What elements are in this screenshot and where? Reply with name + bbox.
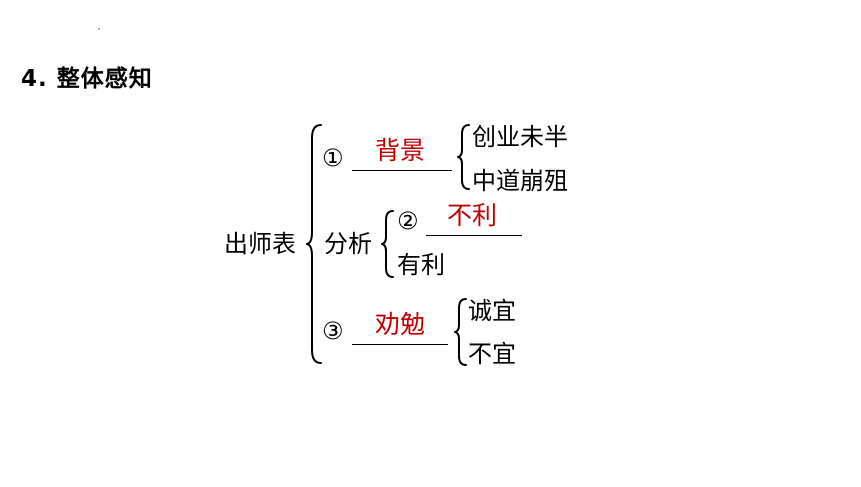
root-label: 出师表 [224, 230, 296, 258]
branch-3-marker: ③ [322, 317, 344, 345]
branch-1-item-2: 中道崩殂 [472, 167, 568, 195]
branch-1-blank-line [352, 170, 452, 171]
branch-3-answer: 劝勉 [375, 310, 426, 339]
branch-2-marker: ② [397, 207, 419, 235]
section-heading: 4. 整体感知 [21, 66, 153, 92]
main-brace [306, 124, 322, 364]
branch-1-marker: ① [322, 144, 344, 172]
branch-3-item-2: 不宜 [468, 340, 516, 368]
branch-1-item-1: 创业未半 [472, 123, 568, 151]
branch-3-blank-line [352, 344, 448, 345]
branch-3-item-1: 诚宜 [468, 297, 516, 325]
branch-2-blank-line [426, 235, 522, 236]
branch-2-label: 分析 [324, 230, 372, 258]
decorative-dot [98, 28, 100, 30]
branch-3-brace [454, 298, 467, 366]
branch-2-brace [381, 210, 394, 278]
branch-2-item: 有利 [397, 251, 445, 279]
branch-2-answer: 不利 [447, 201, 498, 230]
branch-1-brace [457, 124, 470, 190]
branch-1-answer: 背景 [375, 136, 426, 165]
